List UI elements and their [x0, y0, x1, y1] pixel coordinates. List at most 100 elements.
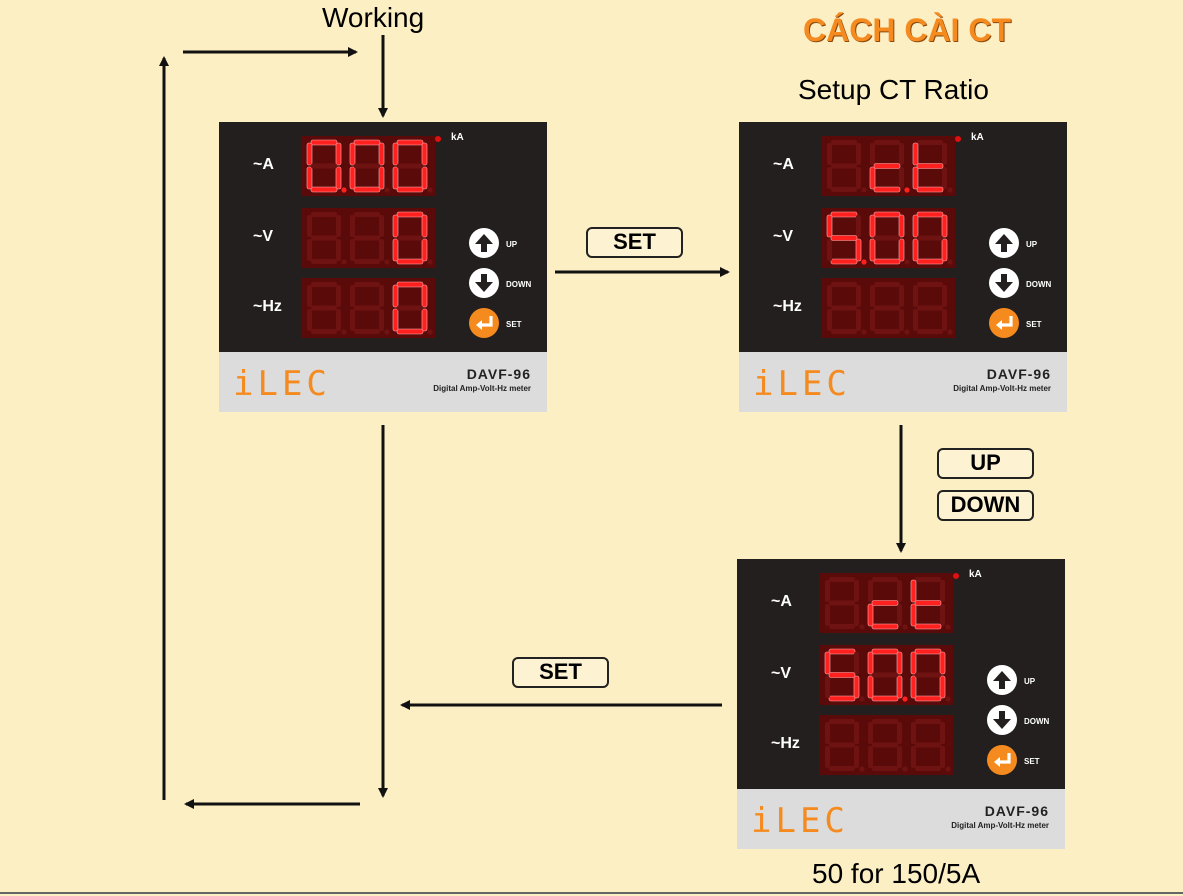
- button-caption: DOWN: [506, 280, 532, 289]
- up-button[interactable]: [989, 228, 1019, 258]
- button-caption: UP: [1026, 240, 1038, 249]
- display-digits: [825, 719, 951, 772]
- down-icon: [993, 711, 1011, 729]
- row-label: ~A: [773, 156, 794, 173]
- brand-logo: iLEC: [753, 364, 851, 404]
- digit: [825, 719, 865, 772]
- model-description: Digital Amp-Volt-Hz meter: [433, 384, 531, 393]
- button-caption: DOWN: [1026, 280, 1052, 289]
- down-label: DOWN: [937, 490, 1034, 521]
- ka-indicator-icon: [953, 573, 959, 579]
- up-icon: [993, 671, 1011, 689]
- up-button[interactable]: [469, 228, 499, 258]
- unit-label: kA: [969, 569, 982, 580]
- digit: [910, 577, 951, 630]
- row-label: ~A: [771, 593, 792, 610]
- digit: [912, 140, 953, 193]
- down-button[interactable]: [987, 705, 1017, 735]
- meter-footer: iLEC DAVF-96 Digital Amp-Volt-Hz meter: [737, 789, 1065, 849]
- digit: [307, 212, 347, 265]
- set-icon: [996, 316, 1013, 330]
- digit: [827, 140, 867, 193]
- model-label: DAVF-96: [466, 366, 531, 382]
- digit: [307, 282, 347, 335]
- set-button[interactable]: [989, 308, 1019, 338]
- ka-indicator-icon: [955, 136, 961, 142]
- row-label: ~Hz: [773, 298, 802, 315]
- row-label: ~Hz: [253, 298, 282, 315]
- model-description: Digital Amp-Volt-Hz meter: [953, 384, 1051, 393]
- meter-footer: iLEC DAVF-96 Digital Amp-Volt-Hz meter: [219, 352, 547, 412]
- button-caption: DOWN: [1024, 717, 1050, 726]
- digit: [867, 577, 908, 630]
- down-icon: [995, 274, 1013, 292]
- set-label-top: SET: [586, 227, 683, 258]
- display-digits: [826, 211, 953, 265]
- digit: [824, 648, 865, 702]
- model-label: DAVF-96: [986, 366, 1051, 382]
- down-button[interactable]: [469, 268, 499, 298]
- seven-segment-display: [821, 208, 955, 268]
- ka-indicator-icon: [435, 136, 441, 142]
- page-title: CÁCH CÀI CT: [803, 12, 1011, 48]
- row-label: ~A: [253, 156, 274, 173]
- button-caption: SET: [1026, 320, 1042, 329]
- digit: [910, 648, 951, 702]
- model-label: DAVF-96: [984, 803, 1049, 819]
- display-digits: [307, 211, 433, 265]
- display-digits: [827, 282, 953, 335]
- digit: [867, 648, 908, 702]
- digit: [870, 282, 910, 335]
- digit: [349, 139, 390, 193]
- down-icon: [475, 274, 493, 292]
- row-label: ~Hz: [771, 735, 800, 752]
- button-caption: SET: [506, 320, 522, 329]
- digit: [392, 211, 433, 265]
- working-label: Working: [322, 2, 425, 33]
- digit: [911, 719, 951, 772]
- set-button[interactable]: [469, 308, 499, 338]
- unit-label: kA: [451, 132, 464, 143]
- up-label: UP: [937, 448, 1034, 479]
- seven-segment-display: [819, 715, 953, 775]
- set-icon: [476, 316, 493, 330]
- up-icon: [475, 234, 493, 252]
- seven-segment-display: [301, 278, 435, 338]
- digit: [869, 140, 910, 193]
- setup-label: Setup CT Ratio: [798, 74, 989, 105]
- digit: [392, 139, 433, 193]
- set-icon: [994, 753, 1011, 767]
- button-caption: SET: [1024, 757, 1040, 766]
- seven-segment-display: [819, 645, 953, 705]
- brand-logo: iLEC: [233, 364, 331, 404]
- footnote-label: 50 for 150/5A: [812, 858, 981, 889]
- set-button[interactable]: [987, 745, 1017, 775]
- display-digits: [824, 648, 951, 702]
- seven-segment-display: [301, 136, 435, 196]
- display-digits: [827, 140, 953, 193]
- digit: [350, 212, 390, 265]
- display-digits: [306, 139, 433, 193]
- meter-footer: iLEC DAVF-96 Digital Amp-Volt-Hz meter: [739, 352, 1067, 412]
- up-button[interactable]: [987, 665, 1017, 695]
- digit: [306, 139, 347, 193]
- button-caption: UP: [1024, 677, 1036, 686]
- seven-segment-display: [819, 573, 953, 633]
- up-icon: [995, 234, 1013, 252]
- digit: [912, 211, 953, 265]
- display-digits: [307, 281, 433, 335]
- digit: [827, 282, 867, 335]
- row-label: ~V: [253, 228, 274, 245]
- digit: [350, 282, 390, 335]
- unit-label: kA: [971, 132, 984, 143]
- down-button[interactable]: [989, 268, 1019, 298]
- row-label: ~V: [771, 665, 792, 682]
- brand-logo: iLEC: [751, 801, 849, 841]
- seven-segment-display: [301, 208, 435, 268]
- digit: [868, 719, 908, 772]
- set-label-bottom: SET: [512, 657, 609, 688]
- meter-result: ~A ~V ~Hz kA UP DOWN SET iLEC DAVF-96 Digital A…: [737, 559, 1065, 849]
